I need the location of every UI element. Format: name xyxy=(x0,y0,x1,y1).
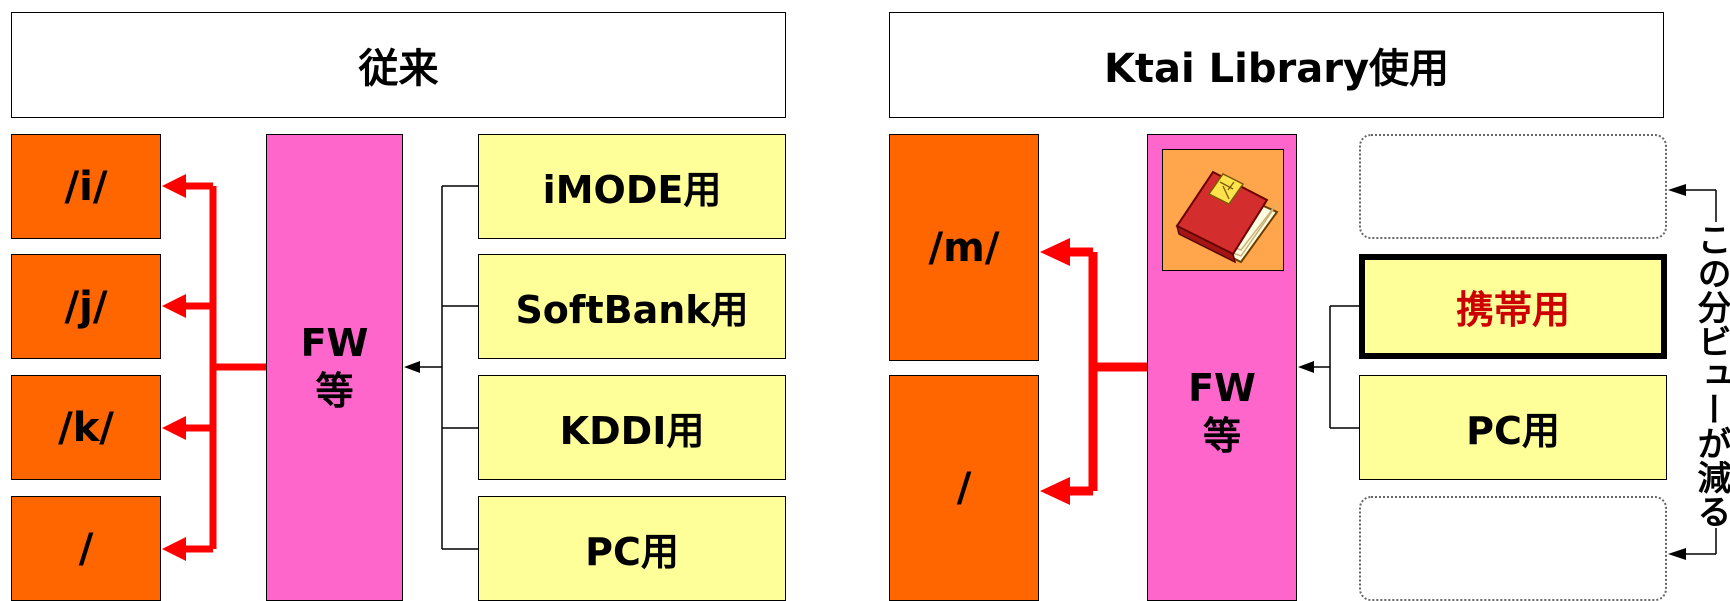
left-title-text: 従来 xyxy=(358,46,439,92)
right-dest-root: / xyxy=(889,375,1039,601)
left-dest-label: /k/ xyxy=(58,404,114,451)
right-view-pc: PC用 xyxy=(1359,375,1667,480)
left-fw-box: FW 等 xyxy=(266,134,403,601)
left-view-softbank: SoftBank用 xyxy=(478,254,786,359)
side-arrowhead-bottom xyxy=(1668,548,1686,560)
right-view-mobile-label: 携帯用 xyxy=(1455,288,1570,332)
right-red-arrowheads xyxy=(1040,238,1070,505)
side-arrowhead-top xyxy=(1668,184,1686,196)
right-fw-line2: 等 xyxy=(1202,413,1241,458)
right-view-label: PC用 xyxy=(1466,409,1560,453)
right-view-connector xyxy=(1312,305,1359,429)
left-red-arrowheads xyxy=(162,174,186,561)
removed-view-placeholder-bottom xyxy=(1359,496,1667,601)
left-view-label: PC用 xyxy=(585,530,679,574)
book-icon xyxy=(1162,149,1284,271)
left-dest-j: /j/ xyxy=(11,254,161,359)
side-note: この分ビューが減る xyxy=(1691,222,1730,528)
left-dest-i: /i/ xyxy=(11,134,161,239)
left-view-pc: PC用 xyxy=(478,496,786,601)
left-view-label: iMODE用 xyxy=(542,168,722,212)
left-dest-label: /j/ xyxy=(64,283,108,330)
right-title-text: Ktai Library使用 xyxy=(1103,46,1450,92)
left-dest-label: / xyxy=(78,525,94,572)
side-note-text: この分ビューが減る xyxy=(1691,222,1730,528)
left-black-arrowhead xyxy=(404,361,420,373)
left-dest-label: /i/ xyxy=(64,163,108,210)
left-fw-line1: FW xyxy=(300,321,369,365)
right-dest-label: / xyxy=(956,465,972,511)
left-dest-root: / xyxy=(11,496,161,601)
right-dest-m: /m/ xyxy=(889,134,1039,361)
left-view-connector xyxy=(418,185,478,550)
left-dest-k: /k/ xyxy=(11,375,161,480)
left-red-arrows xyxy=(170,182,266,553)
left-title: 従来 xyxy=(11,12,786,118)
right-view-mobile: 携帯用 xyxy=(1359,254,1667,359)
left-view-label: SoftBank用 xyxy=(515,288,749,332)
left-view-label: KDDI用 xyxy=(559,409,705,453)
removed-view-placeholder-top xyxy=(1359,134,1667,239)
right-red-arrows xyxy=(1062,247,1147,496)
right-dest-label: /m/ xyxy=(928,224,1000,271)
right-title: Ktai Library使用 xyxy=(889,12,1664,118)
left-view-imode: iMODE用 xyxy=(478,134,786,239)
right-black-arrowhead xyxy=(1298,361,1314,373)
left-fw-line2: 等 xyxy=(315,368,354,413)
right-fw-line1: FW xyxy=(1188,366,1256,410)
left-view-kddi: KDDI用 xyxy=(478,375,786,480)
